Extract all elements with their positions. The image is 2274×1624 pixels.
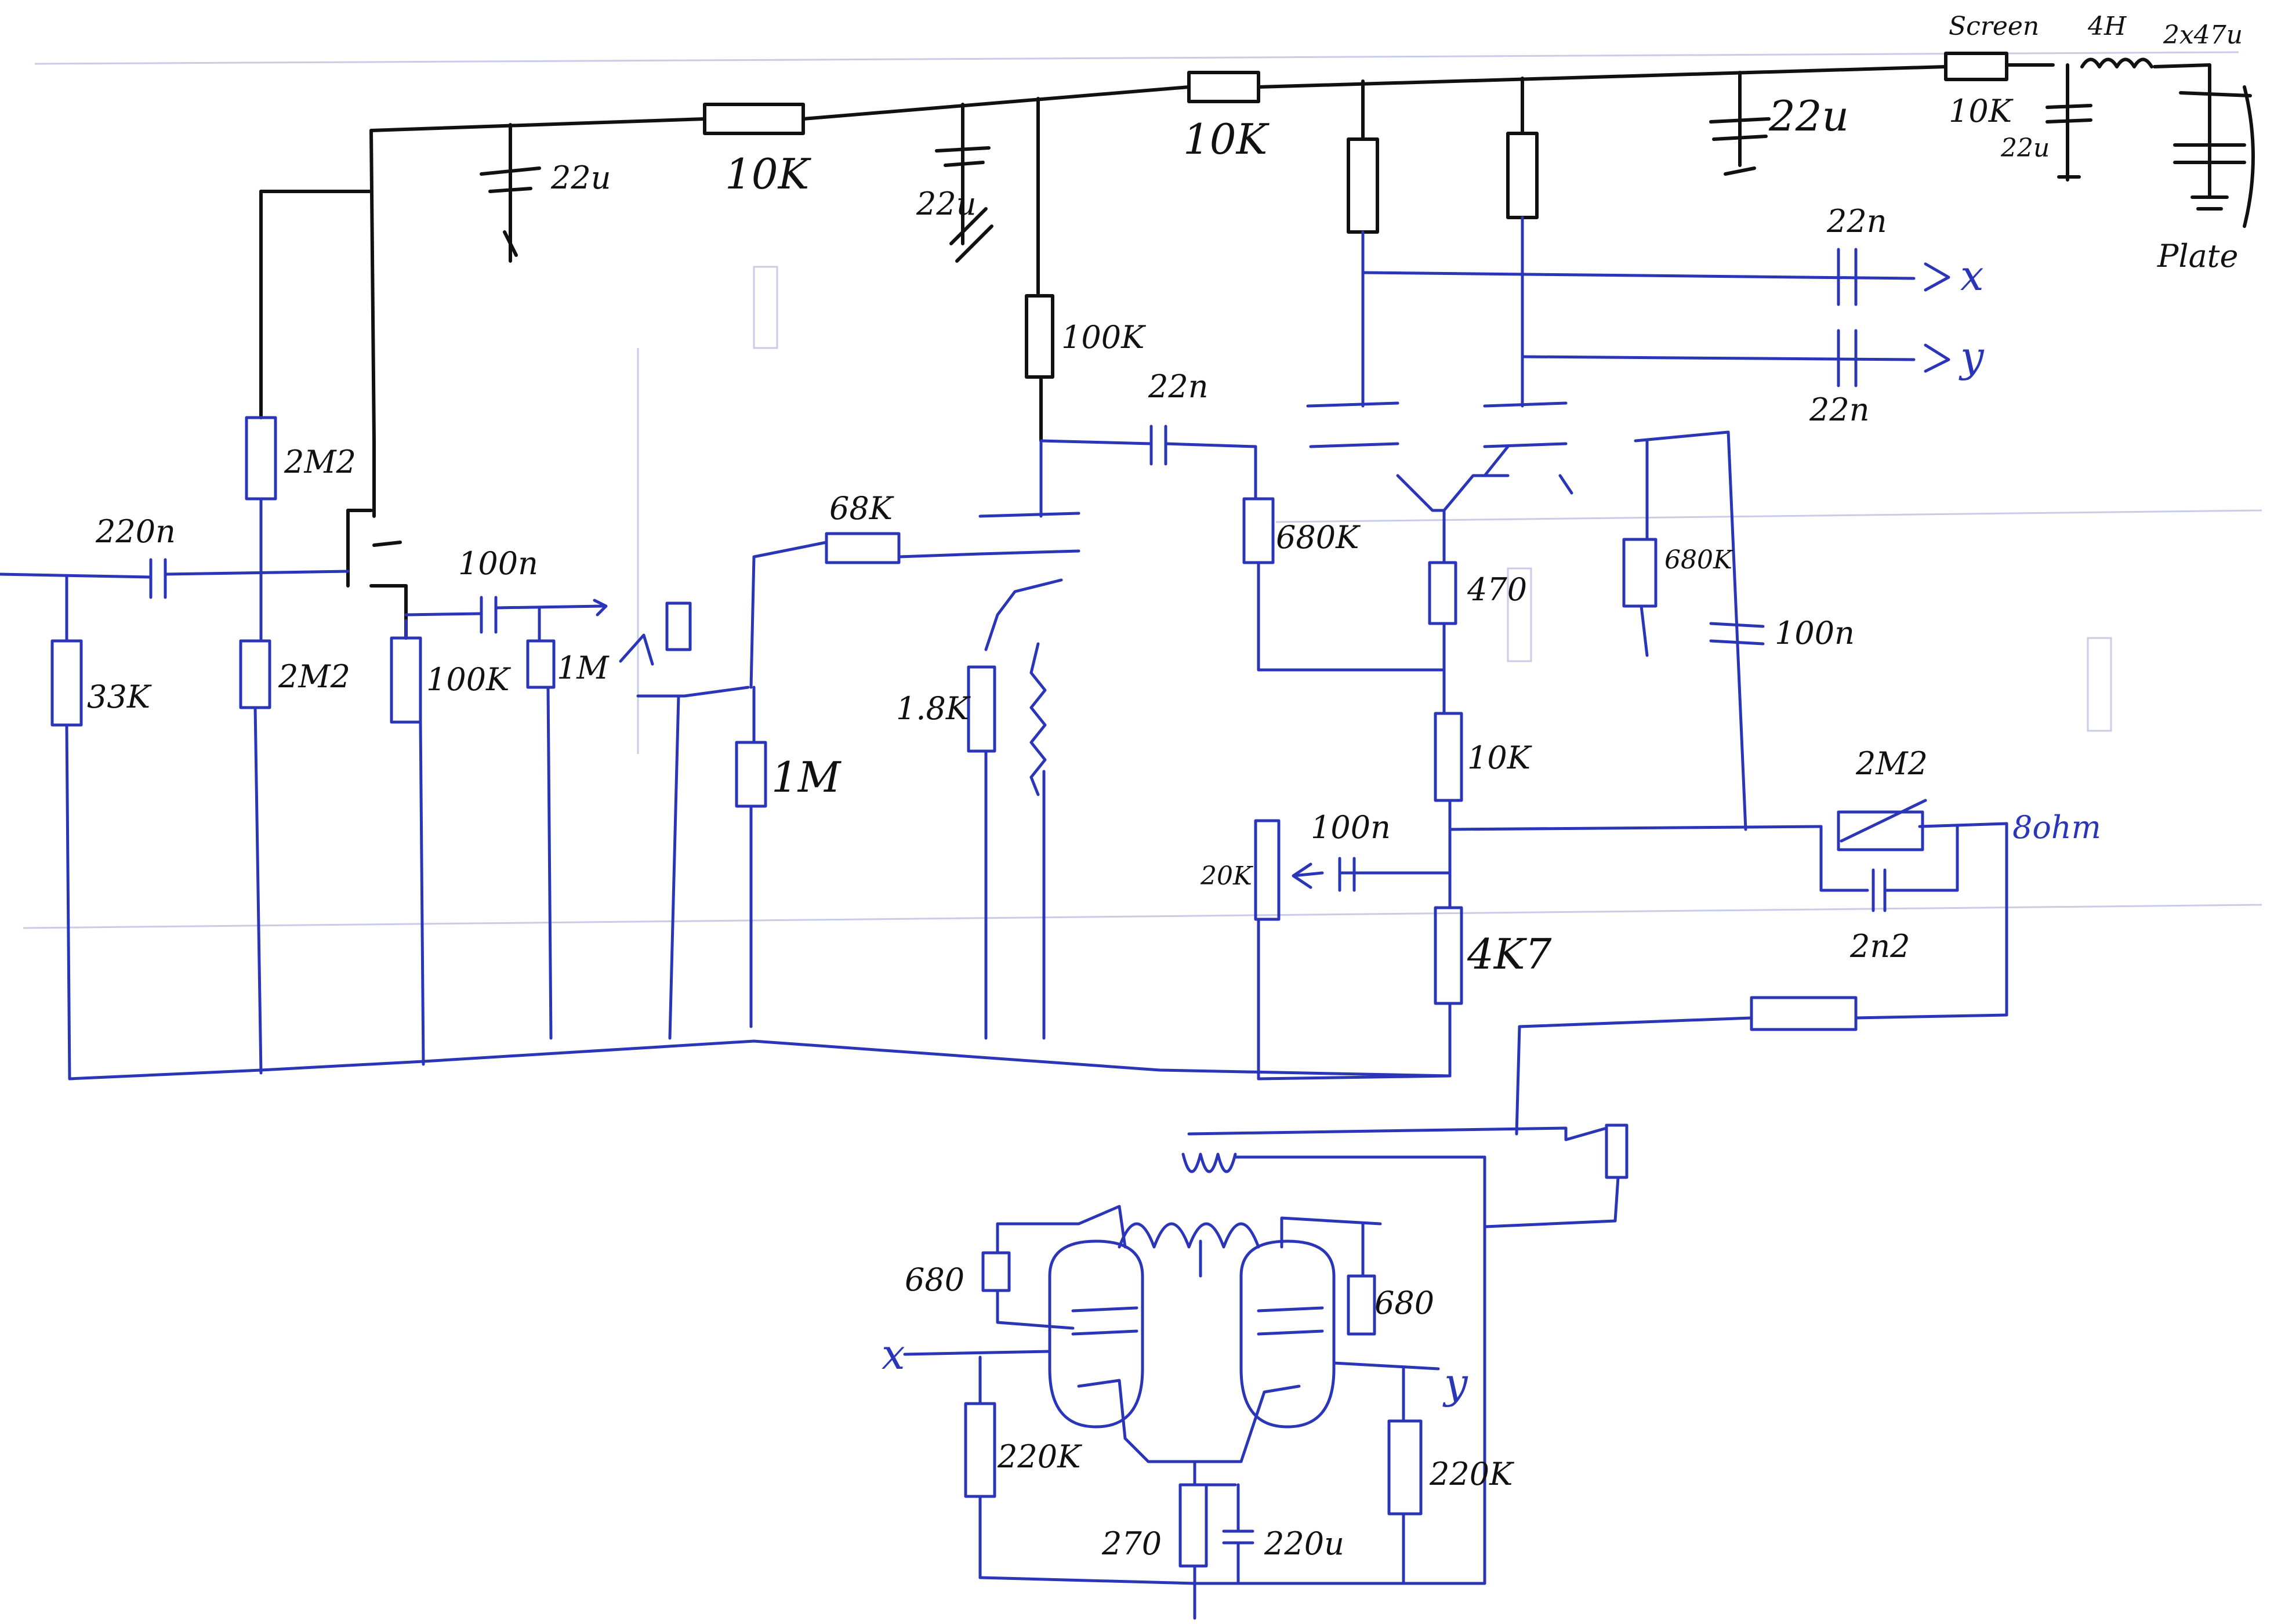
resistor-10k-b-body: [1187, 71, 1260, 103]
resistor-680k-b-body: [1622, 538, 1658, 608]
resistor-2m2-a-body: [245, 416, 277, 501]
label-r-10k-b: 10K: [1183, 115, 1270, 164]
feedback-coil: [1029, 642, 1047, 796]
valve-right: [1239, 1239, 1336, 1429]
label-r-1m-b: 1M: [771, 753, 842, 802]
secondary-coil: [1181, 1152, 1237, 1173]
labels: Screen 4H 2x47u Plate 10K 10K 10K 22u 22…: [87, 12, 2243, 1562]
label-c-100n-b: 100n: [1775, 615, 1855, 651]
label-r-680-b: 680: [1374, 1285, 1434, 1321]
resistor-2m2-b-body: [239, 639, 271, 709]
anode-resistor-right-body: [1506, 132, 1539, 219]
resistor-10k-a-body: [703, 103, 805, 135]
choke-coil: [2080, 57, 2153, 68]
resistor-33k-body: [50, 639, 83, 727]
label-r-470: 470: [1467, 571, 1527, 608]
resistor-100k-b-body: [390, 636, 422, 724]
resistor-680-a-body: [981, 1251, 1011, 1292]
label-pot-20k: 20K: [1200, 861, 1253, 891]
label-plate: Plate: [2157, 238, 2238, 274]
label-r-33k: 33K: [87, 679, 152, 715]
resistor-680k-a-body: [1242, 497, 1275, 564]
label-r-680-a: 680: [905, 1262, 964, 1298]
resistor-10k-e-body: [1434, 712, 1463, 802]
label-c-22n-c: 22n: [1809, 392, 1870, 428]
label-r-2m2-b: 2M2: [278, 658, 350, 695]
resistor-feedback-body: [1750, 996, 1858, 1031]
resistor-4k7-body: [1434, 906, 1463, 1005]
label-r-100k-a: 100K: [1061, 319, 1146, 356]
label-c-22n-b: 22n: [1826, 203, 1887, 240]
resistor-68k-body: [825, 532, 901, 564]
label-r-10k-c: 10K: [1949, 93, 2014, 129]
label-in-y: y: [1442, 1359, 1468, 1408]
pot-20k-body: [1254, 819, 1281, 921]
valve-left: [1048, 1239, 1144, 1429]
resistor-470-body: [1428, 561, 1457, 625]
resistor-1k8-body: [967, 665, 996, 753]
label-c-22u-a: 22u: [550, 160, 611, 196]
label-r-680k-b: 680K: [1664, 545, 1733, 575]
label-out-x: x: [1960, 251, 1984, 300]
label-choke: 4H: [2087, 12, 2127, 41]
label-c-22u-b: 22u: [916, 186, 977, 222]
pot-2m2-body: [1837, 810, 1924, 851]
label-r-220k-b: 220K: [1429, 1456, 1514, 1492]
resistor-1m-a-body: [526, 639, 556, 689]
label-c-100n-a: 100n: [458, 545, 538, 582]
resistor-220k-a-body: [964, 1402, 996, 1498]
label-screen: Screen: [1949, 12, 2039, 41]
label-r-270: 270: [1101, 1525, 1162, 1562]
primary-coil: [1118, 1222, 1260, 1249]
label-out-y: y: [1959, 332, 1985, 381]
label-note-right: 8ohm: [2012, 809, 2101, 846]
label-c-2n2: 2n2: [1849, 928, 1910, 965]
resistor-220k-b-body: [1387, 1419, 1423, 1516]
resistor-100k-a-body: [1025, 294, 1054, 379]
label-r-4k7: 4K7: [1467, 930, 1552, 978]
label-r-10k-e: 10K: [1467, 740, 1532, 776]
label-r-2m2-a: 2M2: [284, 444, 356, 480]
resistor-10k-c-body: [1944, 52, 2008, 81]
label-c-220n: 220n: [95, 513, 176, 550]
label-pot-2m2: 2M2: [1855, 745, 1928, 782]
label-r-100k-b: 100K: [426, 661, 511, 698]
resistor-270-body: [1178, 1483, 1208, 1568]
label-c-220u: 220u: [1264, 1525, 1344, 1562]
label-in-x: x: [882, 1330, 905, 1379]
label-r-10k-a: 10K: [725, 150, 812, 198]
label-r-680k-a: 680K: [1276, 519, 1361, 556]
background-ghost-lines: [23, 51, 2262, 929]
label-r-1k8: 1.8K: [896, 690, 971, 727]
label-r-1m-a: 1M: [557, 650, 610, 686]
label-r-220k-a: 220K: [997, 1438, 1082, 1475]
resistor-680-b-body: [1347, 1274, 1376, 1336]
ht-rail: [259, 52, 2255, 640]
label-c-22u-d: 22u: [2000, 133, 2050, 163]
label-cap-pair: 2x47u: [2163, 20, 2243, 50]
label-c-100n-c: 100n: [1311, 809, 1391, 846]
resistor-1m-b-body: [735, 741, 767, 808]
label-r-68k: 68K: [829, 490, 894, 527]
signal-circuit: [0, 216, 2008, 1620]
label-c-22u-c: 22u: [1768, 92, 1849, 140]
label-c-22n-a: 22n: [1148, 368, 1209, 405]
anode-resistor-left-body: [1347, 137, 1379, 234]
